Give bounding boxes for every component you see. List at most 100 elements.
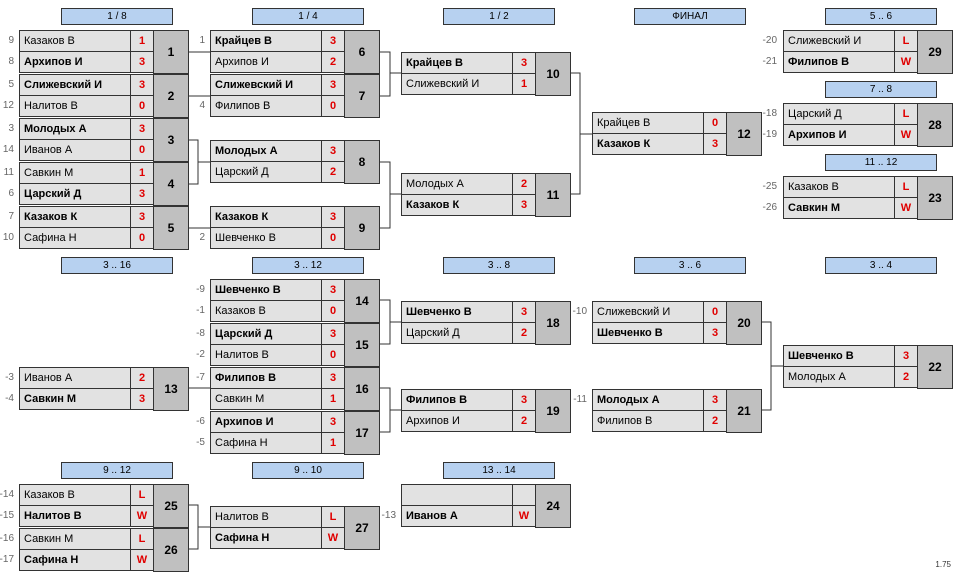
player-name: Налитов В — [24, 510, 82, 522]
match-number: 10 — [535, 52, 571, 96]
header-place-5-6: 5 .. 6 — [825, 8, 937, 25]
player-score: 2 — [321, 162, 344, 182]
seed-label: 4 — [199, 100, 205, 111]
player-name: Шевченко В — [788, 350, 854, 362]
player-row[interactable] — [401, 484, 536, 506]
player-name: Казаков К — [597, 138, 651, 150]
player-name: Шевченко В — [597, 327, 663, 339]
match-number: 23 — [917, 176, 953, 220]
match-number: 9 — [344, 206, 380, 250]
seed-label: 2 — [199, 232, 205, 243]
player-score: 3 — [130, 119, 153, 139]
player-score: 0 — [321, 96, 344, 116]
